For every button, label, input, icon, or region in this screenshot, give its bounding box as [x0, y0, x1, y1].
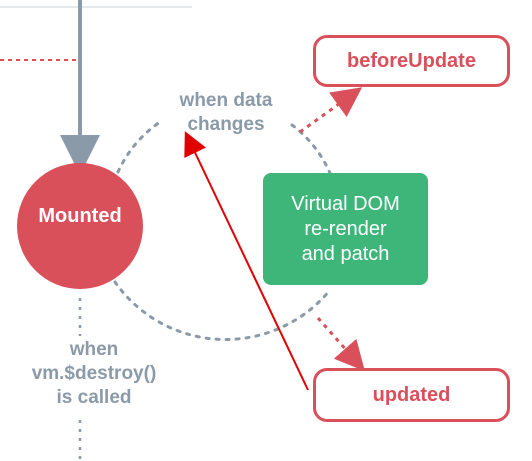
vdom-line-2: re-render — [304, 217, 387, 240]
destroy-line-2: vm.$destroy() — [31, 363, 157, 384]
vdom-line-3: and patch — [301, 242, 390, 265]
when-data-line-2: changes — [187, 114, 265, 135]
to-updated — [316, 317, 365, 372]
mounted-label: Mounted — [38, 205, 122, 227]
when-data-changes-caption: when data changes — [152, 89, 300, 137]
vdom-line-1: Virtual DOM — [291, 192, 400, 215]
update-loop-lower — [113, 280, 332, 341]
destroy-line-3: is called — [56, 387, 132, 408]
updated-hook: updated — [313, 368, 510, 422]
mounted-circle — [17, 163, 143, 289]
when-data-line-1: when data — [179, 90, 273, 111]
updated-label: updated — [372, 383, 451, 406]
destroy-line-1: when — [69, 339, 119, 360]
before-update-hook: beforeUpdate — [313, 35, 510, 87]
virtual-dom-box: Virtual DOM re-render and patch — [263, 173, 428, 285]
annotation-arrow — [184, 131, 309, 391]
before-update-label: beforeUpdate — [347, 49, 476, 72]
to-before-update — [299, 87, 363, 134]
update-loop-upper — [116, 120, 162, 174]
update-loop-right — [290, 123, 334, 180]
when-destroy-caption: when vm.$destroy() is called — [14, 338, 174, 410]
